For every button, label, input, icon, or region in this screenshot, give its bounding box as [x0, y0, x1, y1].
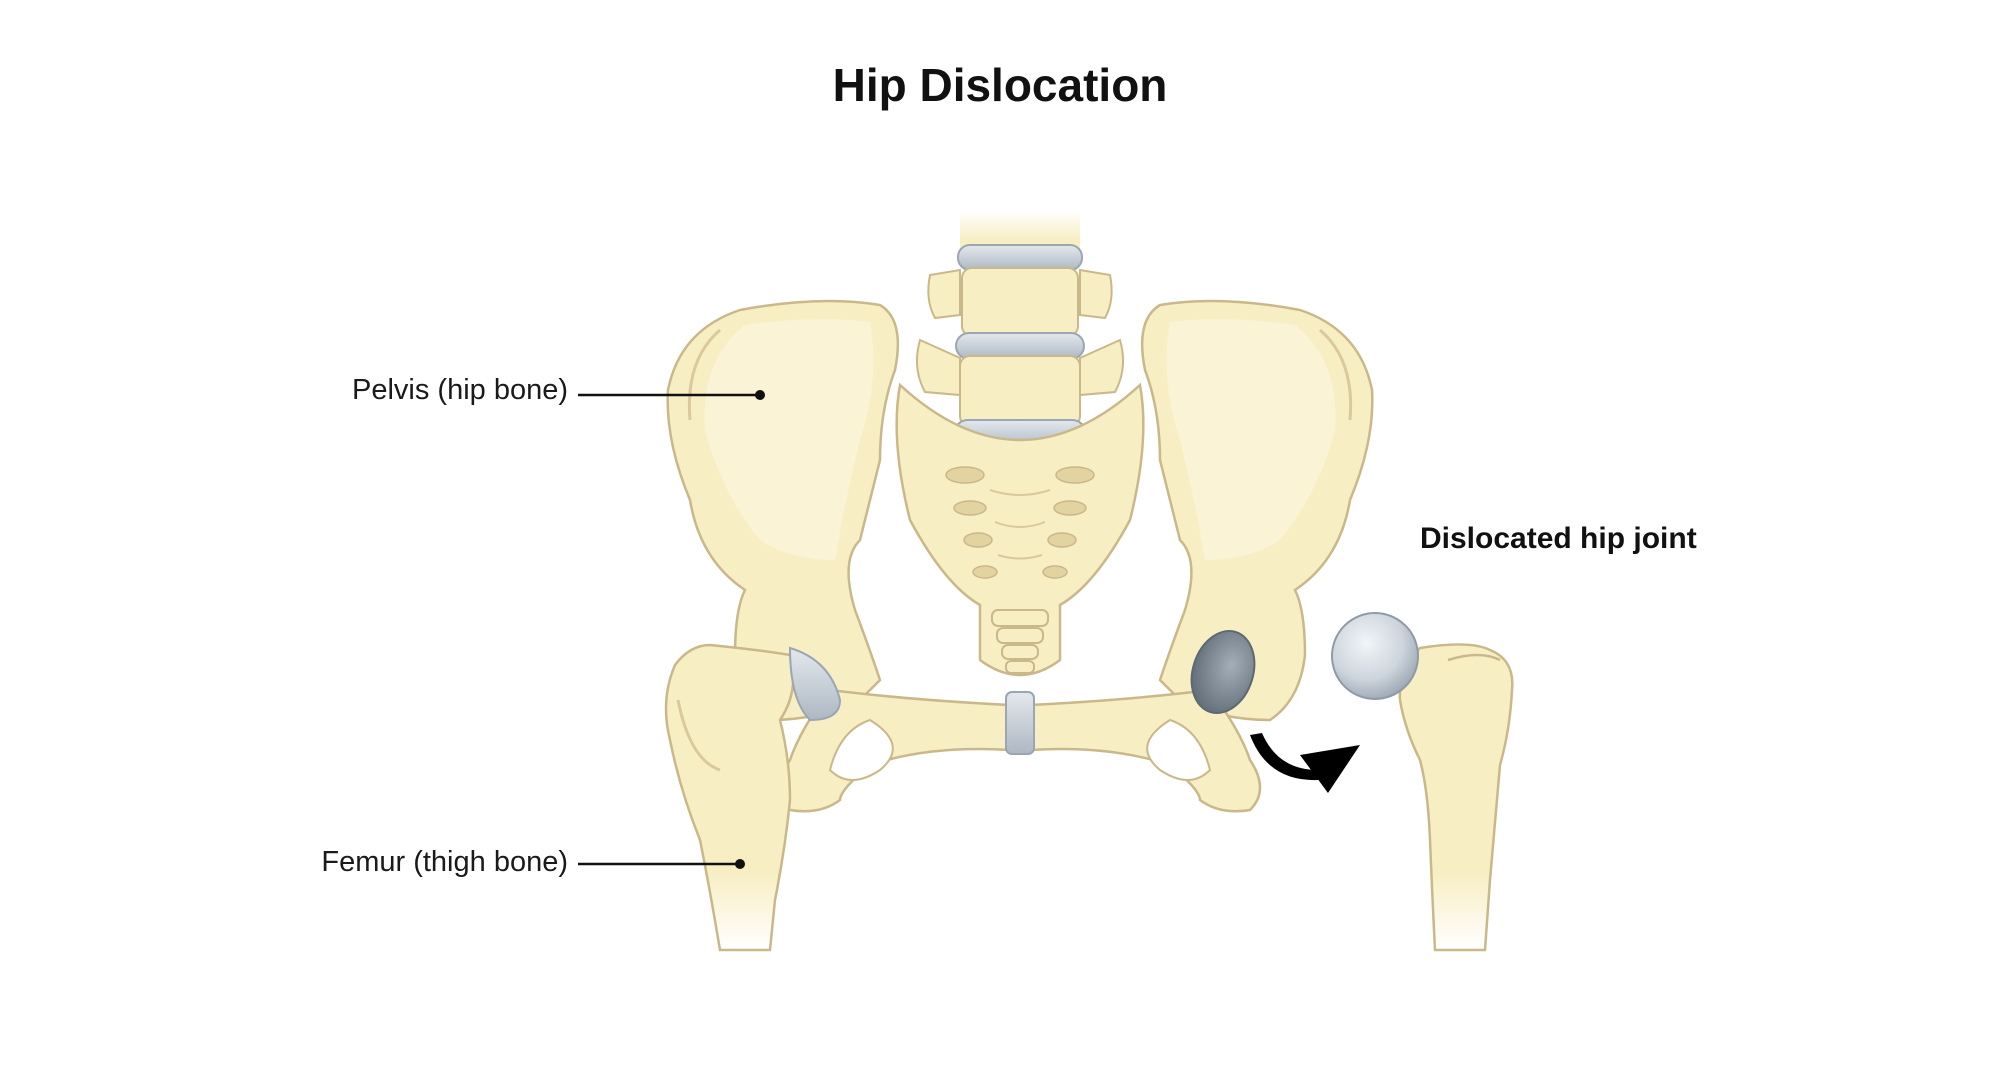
pelvis-leader-line [578, 390, 765, 400]
empty-hip-socket [1190, 629, 1256, 715]
pelvis-right-ilium [1140, 299, 1374, 722]
sacrum [895, 382, 1145, 677]
left-femur [664, 643, 842, 952]
pubic-symphysis [1005, 691, 1035, 755]
pelvis-label: Pelvis (hip bone) [352, 374, 568, 406]
femur-leader-line [578, 859, 745, 869]
dislocated-joint-label: Dislocated hip joint [1420, 522, 1697, 555]
dislocated-femoral-head [1331, 612, 1419, 700]
dislocated-femur [1331, 612, 1514, 952]
lumbar-spine [915, 210, 1125, 449]
page-title: Hip Dislocation [832, 59, 1168, 111]
curved-arrow-icon [1250, 733, 1360, 793]
pubic-bone [778, 688, 1262, 813]
left-femoral-head [788, 646, 842, 722]
femur-label: Femur (thigh bone) [321, 846, 568, 878]
